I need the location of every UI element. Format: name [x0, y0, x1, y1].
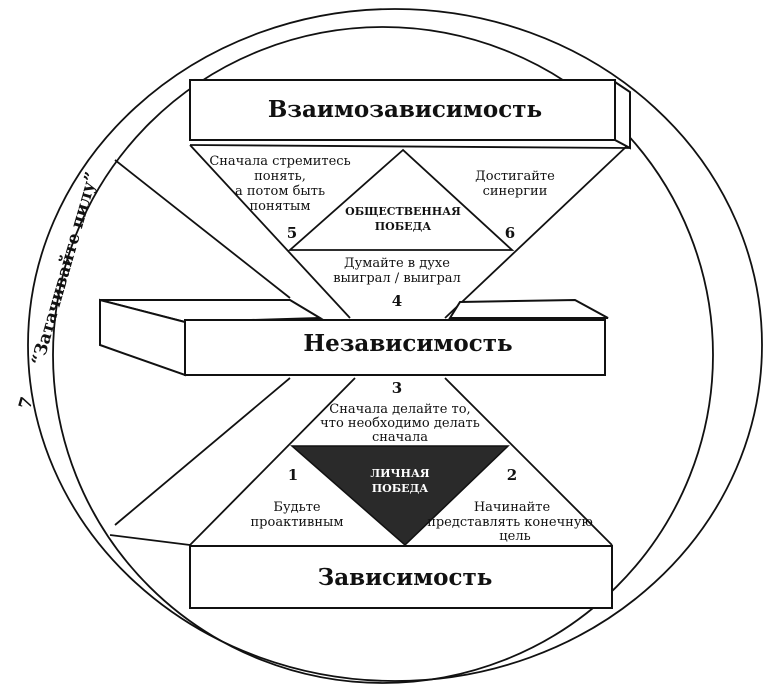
- svg-text:а потом быть: а потом быть: [235, 184, 325, 199]
- svg-text:синергии: синергии: [483, 184, 548, 199]
- svg-text:Сначала делайте то,: Сначала делайте то,: [329, 402, 470, 417]
- svg-text:проактивным: проактивным: [251, 515, 344, 530]
- svg-text:Будьте: Будьте: [273, 500, 320, 515]
- interdependence-box-side: [614, 80, 631, 150]
- public-victory-triangle: [287, 148, 515, 251]
- svg-text:Достигайте: Достигайте: [475, 169, 555, 184]
- svg-text:цель: цель: [499, 529, 530, 544]
- lower-pyramid: [444, 377, 613, 546]
- habit-3: 3 Сначала делайте то, что необходимо дел…: [320, 379, 480, 445]
- svg-text:6: 6: [505, 224, 515, 242]
- independence-box-top-right: [448, 298, 609, 319]
- dependence-label: Зависимость: [318, 564, 493, 591]
- svg-text:что необходимо делать: что необходимо делать: [320, 416, 480, 431]
- diagonal-line: [114, 377, 291, 526]
- habit-5: Сначала стремитесь понять, а потом быть …: [209, 154, 350, 242]
- svg-text:Думайте в духе: Думайте в духе: [344, 256, 450, 271]
- svg-text:Начинайте: Начинайте: [474, 500, 551, 515]
- svg-text:Сначала стремитесь: Сначала стремитесь: [209, 154, 350, 169]
- svg-text:7: 7: [15, 395, 37, 412]
- svg-text:2: 2: [507, 466, 517, 484]
- habit-2: 2 Начинайте представлять конечную цель: [427, 466, 593, 544]
- svg-text:3: 3: [392, 379, 402, 397]
- interdependence-label: Взаимозависимость: [268, 96, 542, 123]
- interdependence-box: [189, 79, 616, 141]
- private-victory-triangle: [290, 445, 510, 547]
- upper-funnel: [444, 144, 629, 319]
- public-victory-label: ОБЩЕСТВЕННАЯ: [345, 205, 461, 218]
- habit-7: 7 “Затачивайте пилу”: [15, 170, 102, 412]
- private-victory-label: ЛИЧНАЯ: [370, 467, 430, 480]
- svg-text:представлять конечную: представлять конечную: [427, 515, 593, 530]
- habit-1: 1 Будьте проактивным: [251, 466, 344, 530]
- inner-circle: [52, 26, 714, 684]
- diagonal-line: [109, 534, 191, 546]
- svg-text:4: 4: [392, 292, 402, 310]
- svg-text:1: 1: [288, 466, 298, 484]
- lower-pyramid: [189, 377, 356, 546]
- habit-4: Думайте в духе выиграл / выиграл 4: [333, 256, 461, 310]
- outer-circle: [27, 8, 763, 682]
- svg-text:выиграл / выиграл: выиграл / выиграл: [333, 271, 461, 286]
- private-victory-label: ПОБЕДА: [372, 482, 429, 495]
- box-base-line: [189, 144, 631, 149]
- independence-label: Независимость: [303, 330, 512, 357]
- independence-box: [184, 319, 606, 376]
- public-victory-label: ПОБЕДА: [375, 220, 432, 233]
- svg-text:понять,: понять,: [254, 169, 306, 184]
- dependence-box: [189, 545, 613, 609]
- svg-text:сначала: сначала: [372, 430, 428, 445]
- upper-funnel: [189, 144, 351, 319]
- svg-text:5: 5: [287, 224, 297, 242]
- svg-text:понятым: понятым: [249, 199, 310, 214]
- diagonal-line: [114, 159, 291, 299]
- habit-6: Достигайте синергии 6: [475, 169, 555, 242]
